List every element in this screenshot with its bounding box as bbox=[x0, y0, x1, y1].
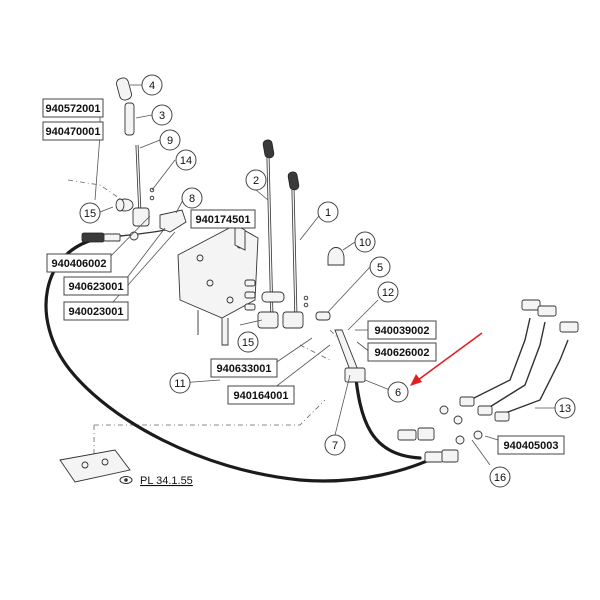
callout-2: 2 bbox=[245, 169, 267, 191]
svg-text:4: 4 bbox=[149, 80, 155, 92]
part-number-940039002: 940039002 bbox=[367, 320, 437, 340]
svg-text:5: 5 bbox=[377, 262, 383, 274]
part-number-940623001: 940623001 bbox=[63, 276, 129, 296]
svg-text:940572001: 940572001 bbox=[45, 103, 100, 115]
callout-12: 12 bbox=[377, 281, 399, 303]
control-levers-13 bbox=[459, 299, 579, 422]
svg-text:16: 16 bbox=[494, 472, 506, 484]
svg-text:9: 9 bbox=[167, 135, 173, 147]
callout-15-left: 15 bbox=[79, 202, 101, 224]
cable-fittings bbox=[334, 329, 483, 463]
part-number-940405003: 940405003 bbox=[497, 435, 565, 455]
callout-7: 7 bbox=[324, 434, 346, 456]
svg-text:8: 8 bbox=[189, 193, 195, 205]
svg-text:3: 3 bbox=[159, 110, 165, 122]
callout-14: 14 bbox=[175, 149, 197, 171]
callout-6: 6 bbox=[387, 381, 409, 403]
svg-text:12: 12 bbox=[382, 287, 394, 299]
part-number-940633001: 940633001 bbox=[210, 358, 278, 378]
svg-text:1: 1 bbox=[325, 207, 331, 219]
svg-text:6: 6 bbox=[395, 387, 401, 399]
callout-13: 13 bbox=[554, 397, 576, 419]
part-number-940406002: 940406002 bbox=[46, 253, 112, 273]
callout-9: 9 bbox=[159, 129, 181, 151]
part-number-940174501: 940174501 bbox=[190, 209, 256, 229]
callout-15-center: 15 bbox=[237, 331, 259, 353]
svg-text:13: 13 bbox=[559, 403, 571, 415]
callout-3: 3 bbox=[151, 104, 173, 126]
highlight-arrow bbox=[410, 332, 483, 386]
left-lever-assembly bbox=[115, 77, 187, 233]
svg-text:15: 15 bbox=[84, 208, 96, 220]
right-lever-assembly bbox=[244, 139, 345, 329]
callout-4: 4 bbox=[141, 74, 163, 96]
svg-text:940626002: 940626002 bbox=[374, 347, 429, 359]
reference-label: PL 34.1.55 bbox=[140, 475, 193, 487]
svg-text:940039002: 940039002 bbox=[374, 325, 429, 337]
svg-text:940405003: 940405003 bbox=[503, 440, 558, 452]
callout-16: 16 bbox=[489, 466, 511, 488]
svg-text:940633001: 940633001 bbox=[216, 363, 271, 375]
part-number-940470001: 940470001 bbox=[42, 121, 104, 141]
part-number-940023001: 940023001 bbox=[63, 301, 129, 321]
svg-text:15: 15 bbox=[242, 337, 254, 349]
svg-text:940406002: 940406002 bbox=[51, 258, 106, 270]
svg-text:940023001: 940023001 bbox=[68, 306, 123, 318]
svg-text:2: 2 bbox=[253, 175, 259, 187]
callout-1: 1 bbox=[317, 201, 339, 223]
callout-10: 10 bbox=[354, 231, 376, 253]
bottom-plate bbox=[59, 449, 131, 483]
callout-11: 11 bbox=[169, 372, 191, 394]
svg-text:7: 7 bbox=[332, 440, 338, 452]
part-number-940164001: 940164001 bbox=[227, 385, 295, 405]
svg-text:940470001: 940470001 bbox=[45, 126, 100, 138]
svg-text:11: 11 bbox=[174, 378, 185, 390]
svg-text:940174501: 940174501 bbox=[195, 214, 250, 226]
callout-8: 8 bbox=[181, 187, 203, 209]
svg-text:940164001: 940164001 bbox=[233, 390, 288, 402]
svg-text:940623001: 940623001 bbox=[68, 281, 123, 293]
leader-lines bbox=[94, 84, 555, 466]
callout-5: 5 bbox=[369, 256, 391, 278]
svg-text:14: 14 bbox=[180, 155, 192, 167]
part-number-940626002: 940626002 bbox=[367, 342, 437, 362]
reference-link[interactable]: PL 34.1.55 bbox=[119, 475, 193, 487]
eye-icon bbox=[119, 476, 133, 484]
part-number-940572001: 940572001 bbox=[42, 98, 104, 118]
svg-text:10: 10 bbox=[359, 237, 371, 249]
